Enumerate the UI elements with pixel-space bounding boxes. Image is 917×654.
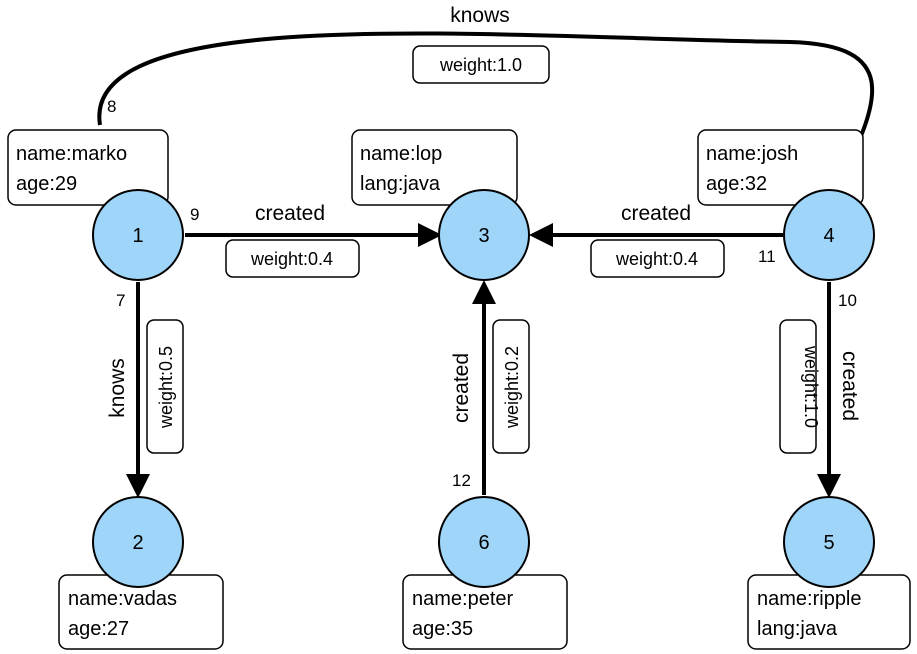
- node-4-id: 4: [823, 225, 834, 247]
- node-3-id: 3: [478, 225, 489, 247]
- node-6-id: 6: [478, 532, 489, 554]
- node-5-prop-lang: lang:java: [757, 618, 838, 640]
- node-3-properties: name:lop lang:java: [351, 129, 518, 206]
- edge-8-weight-box: [412, 45, 550, 84]
- edge-12-weight: weight:0.2: [502, 346, 522, 429]
- edge-7-label: knows: [106, 358, 129, 418]
- edge-7-id: 7: [116, 291, 125, 310]
- node-5: 5: [783, 496, 875, 588]
- node-4-prop-name: name:josh: [706, 143, 798, 165]
- edge-12-label: created: [450, 353, 473, 423]
- edge-10-weight: weight:1.0: [801, 345, 821, 428]
- node-1-properties: name:marko age:29: [7, 129, 169, 206]
- edge-10-id: 10: [838, 291, 857, 310]
- node-2-prop-name: name:vadas: [68, 588, 177, 610]
- node-6-properties: name:peter age:35: [402, 574, 568, 650]
- node-2-id: 2: [132, 532, 143, 554]
- node-5-id: 5: [823, 532, 834, 554]
- edge-12-id: 12: [452, 471, 471, 490]
- edge-10-label: created: [838, 351, 861, 421]
- node-6: 6: [438, 496, 530, 588]
- node-4-properties: name:josh age:32: [697, 129, 864, 206]
- node-1-prop-age: age:29: [16, 173, 77, 195]
- edge-9-label: created: [255, 202, 325, 225]
- node-3-prop-lang: lang:java: [360, 173, 441, 195]
- node-1-id: 1: [132, 225, 143, 247]
- edge-8-label: knows: [450, 4, 510, 27]
- node-6-prop-name: name:peter: [412, 588, 514, 610]
- edge-8-line: [97, 31, 875, 182]
- node-2-properties: name:vadas age:27: [58, 574, 224, 650]
- edge-11-label: created: [621, 202, 691, 225]
- node-3: 3: [438, 189, 530, 281]
- node-1-prop-name: name:marko: [16, 143, 127, 165]
- node-5-prop-name: name:ripple: [757, 588, 862, 610]
- edge-11-id: 11: [758, 247, 776, 266]
- node-2: 2: [92, 496, 184, 588]
- edge-9-id: 9: [190, 205, 199, 224]
- node-5-properties: name:ripple lang:java: [747, 574, 911, 650]
- edge-7-weight: weight:0.5: [156, 346, 176, 429]
- node-6-prop-age: age:35: [412, 618, 473, 640]
- node-4-prop-age: age:32: [706, 173, 767, 195]
- edge-11-weight-box: [590, 239, 725, 278]
- node-2-prop-age: age:27: [68, 618, 129, 640]
- edge-8-id: 8: [107, 97, 116, 116]
- edge-12-weight-box: [492, 319, 530, 454]
- node-1: 1: [92, 189, 184, 281]
- node-4: 4: [783, 189, 875, 281]
- edge-11-weight: weight:0.4: [615, 249, 698, 269]
- edge-9-weight-box: [225, 239, 360, 278]
- edge-10-weight-box: [779, 319, 817, 454]
- edge-8-weight: weight:1.0: [439, 55, 522, 75]
- edge-7-weight-box: [146, 319, 184, 454]
- edge-9-weight: weight:0.4: [250, 249, 333, 269]
- node-3-prop-name: name:lop: [360, 143, 442, 165]
